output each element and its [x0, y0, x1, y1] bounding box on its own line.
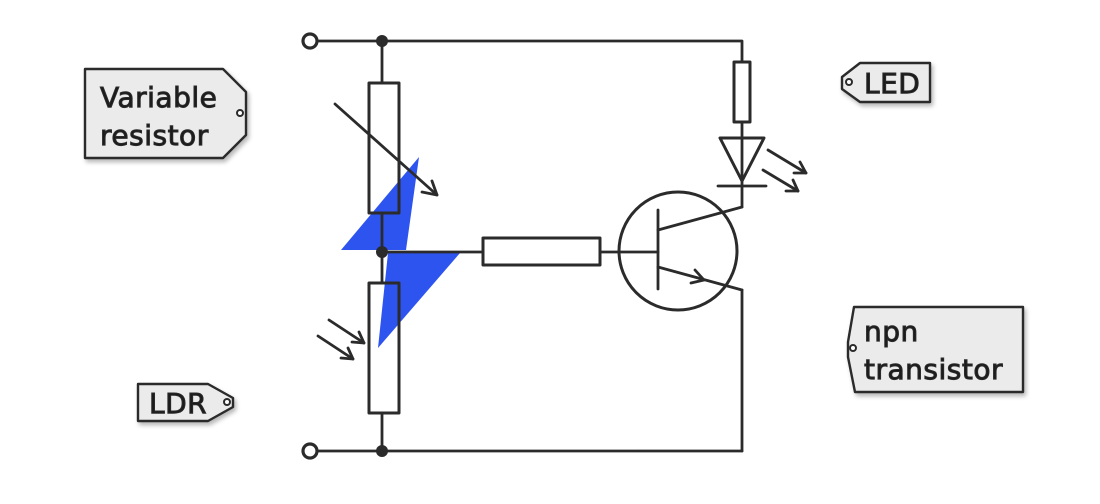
ldr-light-arrow-1	[327, 318, 366, 345]
led-light-arrow-1	[766, 148, 808, 175]
transistor-circle	[617, 190, 739, 312]
npn-transistor-label-line1: npn	[864, 315, 919, 348]
variable-resistor-label-line1: Variable	[100, 81, 217, 114]
variable-resistor-box	[367, 81, 401, 215]
ldr-tag-hole	[223, 398, 231, 406]
led-symbol	[716, 136, 808, 193]
junction-dot-top	[376, 35, 388, 47]
circuit-wires-and-symbols: Variable resistor LED LDR npn transistor	[83, 32, 1025, 460]
transistor-emitter-line	[656, 265, 744, 292]
npn-transistor-tag-shape	[846, 305, 1025, 394]
npn-transistor-tag: npn transistor	[846, 305, 1025, 394]
ldr-tag-shape	[136, 382, 235, 423]
variable-resistor-label-line2: resistor	[100, 119, 209, 152]
lightning-bolt-lower-half	[378, 253, 460, 348]
led-light-arrowhead-2	[784, 178, 800, 193]
variable-resistor-arrowhead	[420, 179, 439, 197]
led-light-arrow-2	[761, 168, 800, 193]
transistor-emitter-arrowhead	[689, 268, 706, 285]
lightning-bolt-upper-half	[341, 157, 419, 250]
ldr-tag: LDR	[136, 382, 235, 423]
led-light-arrowhead-1	[792, 160, 808, 175]
junction-dot-bottom	[376, 445, 388, 457]
npn-transistor-tag-hole	[849, 344, 857, 352]
terminal-top	[301, 32, 319, 50]
led-tag: LED	[840, 61, 932, 104]
ldr-light-arrowhead-2	[339, 346, 355, 361]
led-series-resistor-box	[732, 60, 752, 124]
variable-resistor-tag-hole	[236, 109, 244, 117]
led-label: LED	[864, 67, 920, 100]
variable-resistor-symbol	[333, 81, 439, 215]
transistor-collector-line	[656, 205, 744, 232]
variable-resistor-arrow	[333, 102, 439, 197]
base-resistor-box	[481, 236, 602, 267]
ldr-symbol	[316, 281, 401, 415]
ldr-light-arrowhead-1	[350, 330, 366, 345]
led-tag-hole	[845, 78, 853, 86]
variable-resistor-tag-shape	[83, 67, 248, 160]
ldr-light-arrow-2	[316, 334, 355, 361]
ldr-box	[367, 281, 401, 415]
npn-transistor-symbol	[617, 190, 744, 312]
ldr-label: LDR	[149, 387, 207, 420]
led-triangle	[718, 136, 766, 183]
variable-resistor-tag: Variable resistor	[83, 67, 248, 160]
led-tag-shape	[840, 61, 932, 104]
terminal-bottom	[301, 442, 319, 460]
junction-dot-middle	[376, 246, 388, 258]
npn-transistor-label-line2: transistor	[864, 353, 1003, 386]
top-rail-wire	[308, 39, 744, 64]
